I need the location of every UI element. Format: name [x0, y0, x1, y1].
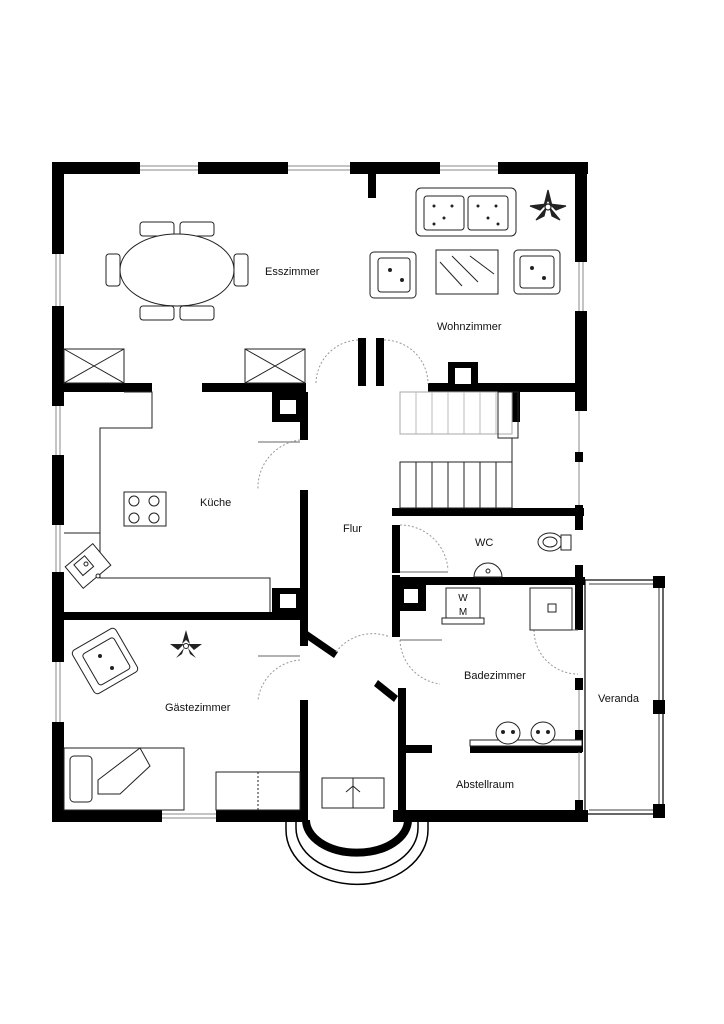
entrance-cabinet	[321, 777, 385, 809]
armchair-right	[513, 249, 561, 295]
washing-machine-label-m: M	[459, 607, 467, 618]
washing-machine-label-w: W	[458, 593, 468, 604]
label-wc: WC	[475, 537, 493, 549]
plant-icon	[529, 189, 567, 221]
wc-sink	[473, 562, 503, 578]
label-wohnzimmer: Wohnzimmer	[437, 321, 502, 333]
sofa-pattern	[432, 204, 500, 226]
bed	[63, 747, 185, 811]
washing-machine: W M	[441, 587, 485, 625]
double-sink	[469, 721, 583, 747]
label-esszimmer: Esszimmer	[265, 266, 320, 278]
staircase	[399, 391, 519, 509]
guest-armchair	[71, 627, 139, 695]
label-abstellraum: Abstellraum	[456, 779, 514, 791]
stove	[123, 491, 167, 527]
wardrobe	[215, 771, 301, 811]
windows	[55, 165, 584, 819]
walls	[52, 162, 588, 822]
label-badezimmer: Badezimmer	[464, 670, 526, 682]
room-labels: Esszimmer Wohnzimmer Küche Flur WC Gäste…	[165, 266, 640, 791]
veranda-frame	[584, 576, 665, 818]
armchair-left	[369, 251, 417, 299]
sideboard-right	[244, 348, 306, 384]
plant-icon-2	[170, 630, 202, 658]
label-veranda: Veranda	[598, 693, 640, 705]
shower	[529, 587, 573, 631]
sofa	[415, 187, 517, 237]
coffee-table	[435, 249, 499, 295]
label-flur: Flur	[343, 523, 362, 535]
dining-table	[105, 221, 249, 321]
sink	[64, 543, 112, 589]
label-gaestezimmer: Gästezimmer	[165, 702, 231, 714]
entrance-bay	[285, 819, 429, 886]
toilet	[537, 532, 572, 552]
door-swings	[257, 339, 579, 701]
label-kueche: Küche	[200, 497, 231, 509]
sideboard-left	[63, 348, 125, 384]
chimney-inner	[280, 368, 471, 608]
